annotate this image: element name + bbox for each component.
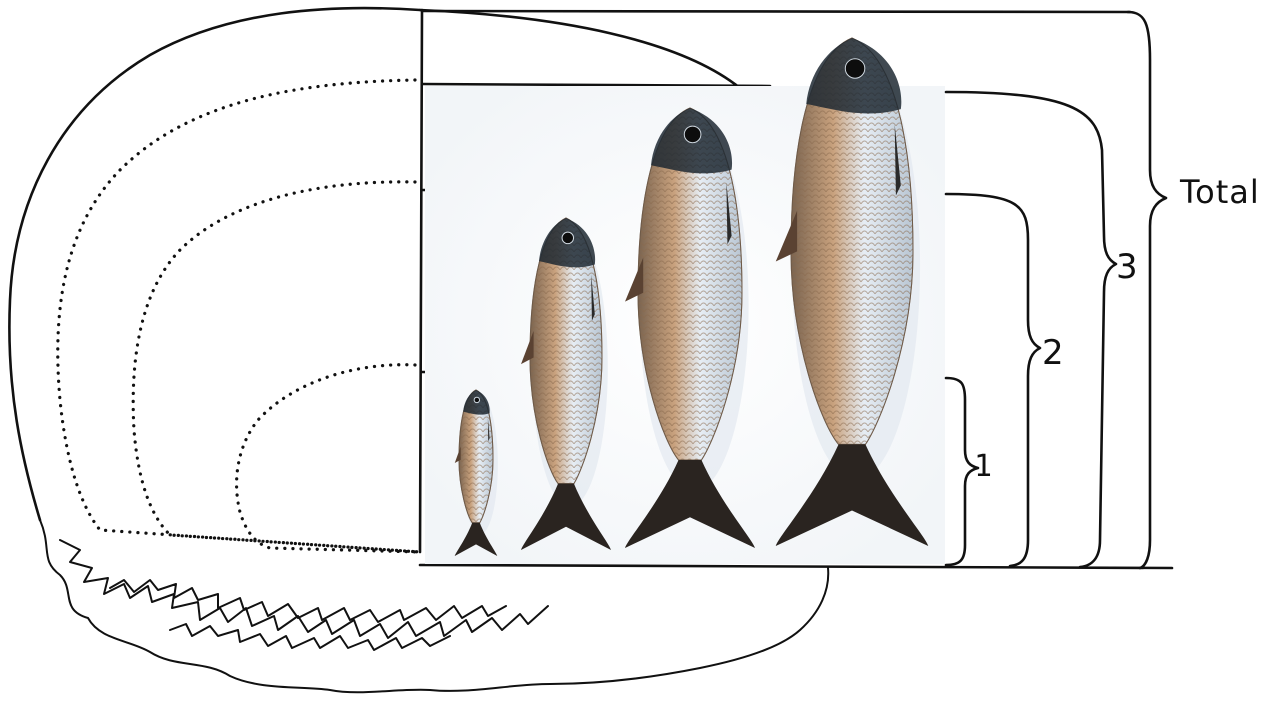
- otolith-edge-inner-scribble-2: [110, 580, 506, 622]
- ring-2-label: 2: [1042, 336, 1064, 370]
- fish-age-3-eye: [845, 59, 865, 79]
- otolith-edge-inner-scribble-3: [170, 624, 450, 650]
- growth-ring-1: [237, 365, 420, 552]
- fish-age-0-eye: [474, 397, 479, 402]
- base-line: [420, 565, 1172, 568]
- ring-3-label: 3: [1116, 250, 1138, 284]
- growth-ring-2: [133, 182, 420, 552]
- otolith-outline-top-right: [420, 10, 740, 88]
- vertical-axis: [420, 10, 422, 552]
- fish-age-2-eye: [684, 126, 701, 143]
- ring-line-3: [422, 84, 770, 86]
- total-label: Total: [1180, 176, 1260, 208]
- otolith-outline: [9, 8, 420, 520]
- total-top-line: [422, 11, 1130, 12]
- bracket-total: [1128, 12, 1166, 568]
- growth-ring-3: [58, 80, 420, 552]
- bracket-3: [946, 92, 1116, 567]
- fish-age-1-eye: [562, 232, 574, 244]
- ring-1-label: 1: [974, 452, 992, 482]
